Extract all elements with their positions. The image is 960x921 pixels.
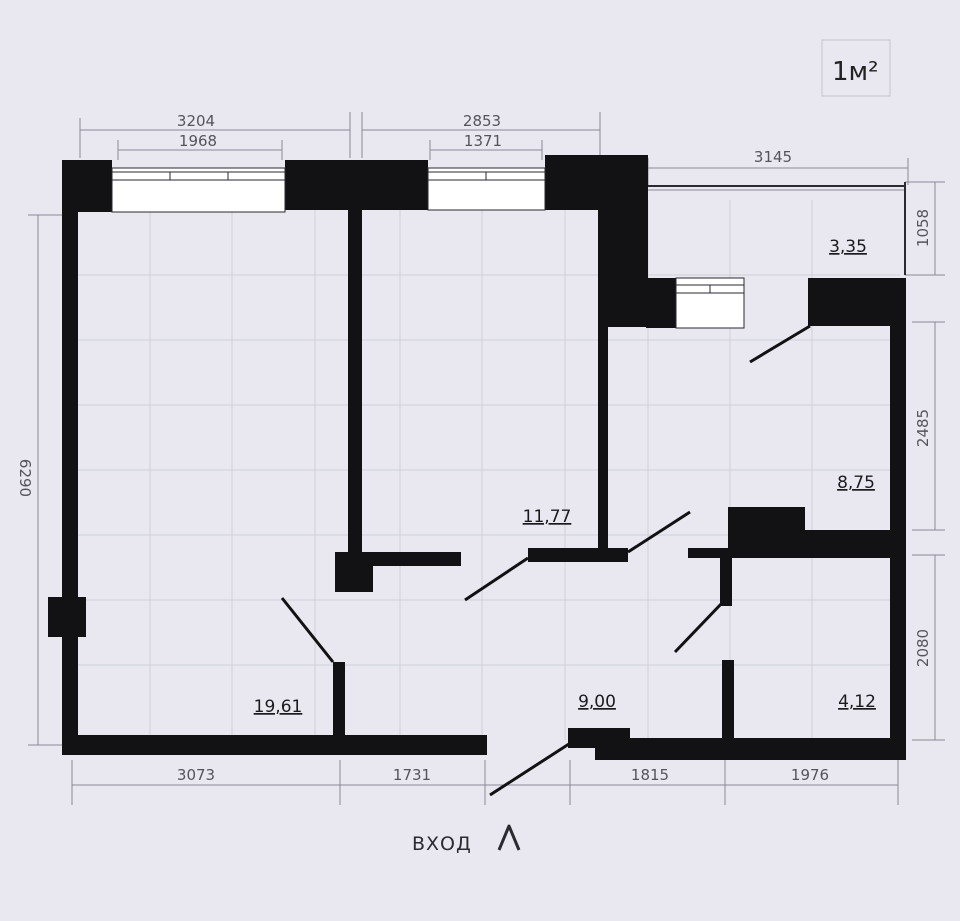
area-hallway: 9,00 — [578, 692, 616, 712]
dim-left-height: 6290 — [16, 459, 34, 497]
dim-top-middle-room: 2853 — [463, 112, 501, 130]
dim-bathroom-depth: 2080 — [914, 629, 932, 667]
entrance-label: ВХОД — [412, 833, 472, 855]
dim-bottom-4: 1976 — [791, 766, 829, 784]
scale-label: 1м² — [832, 57, 879, 87]
window-left — [111, 167, 286, 213]
dim-balcony-width: 3145 — [754, 148, 792, 166]
walls — [48, 155, 906, 760]
dim-balcony-depth: 1058 — [914, 209, 932, 247]
area-kitchen: 8,75 — [837, 473, 875, 493]
dim-top-left-window: 1968 — [179, 132, 217, 150]
door-swings — [280, 324, 811, 797]
area-room-middle: 11,77 — [523, 507, 572, 527]
window-middle — [427, 167, 546, 211]
area-bathroom: 4,12 — [838, 692, 876, 712]
background-grid — [75, 200, 900, 740]
dimension-lines — [28, 112, 945, 805]
dim-kitchen-depth: 2485 — [914, 409, 932, 447]
dim-bottom-1: 3073 — [177, 766, 215, 784]
scale-box — [821, 39, 891, 97]
area-room-left: 19,61 — [254, 697, 303, 717]
dim-bottom-2: 1731 — [393, 766, 431, 784]
entrance-arrow-icon — [497, 824, 521, 851]
dim-top-left-room: 3204 — [177, 112, 215, 130]
dim-top-middle-window: 1371 — [464, 132, 502, 150]
balcony-railing — [648, 182, 906, 275]
window-kitchen — [675, 277, 745, 329]
area-balcony: 3,35 — [829, 237, 867, 257]
dim-bottom-3: 1815 — [631, 766, 669, 784]
